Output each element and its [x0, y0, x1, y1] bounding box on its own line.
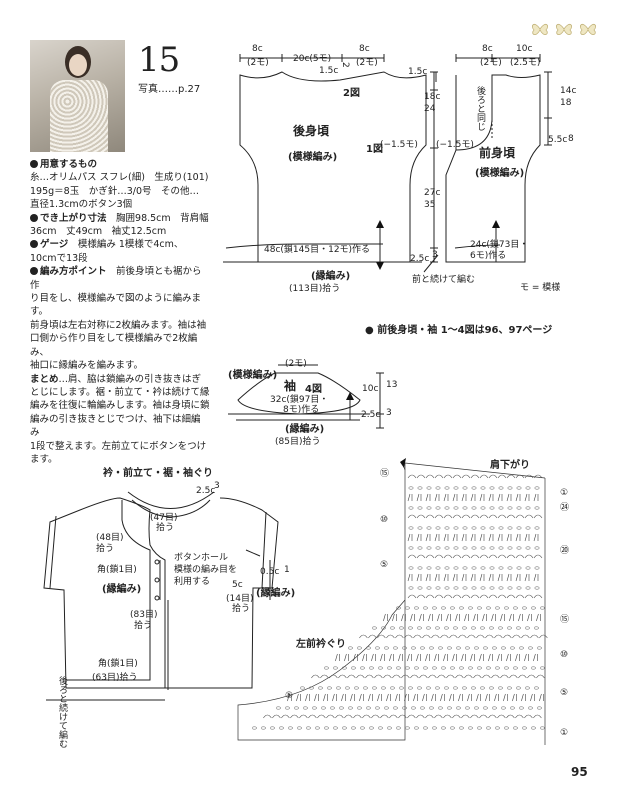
- fig1-label: 1図: [366, 144, 383, 155]
- legend-pattern: モ = 模様: [520, 283, 561, 293]
- back-pickup: (113目)拾う: [289, 284, 341, 294]
- trim-hem-pickup: (63目)拾う: [92, 673, 138, 683]
- fig2-label: 2図: [343, 88, 360, 99]
- row-mark-24: ㉔: [560, 503, 570, 513]
- trim-corner-bottom: 角(鎖1目): [98, 659, 138, 669]
- dim-back-armhole-rows: 24: [424, 104, 436, 114]
- sleeve-hem-chain-2: 8モ)作る: [283, 405, 320, 415]
- left-mark-5: ⑤: [380, 560, 389, 570]
- dim-back-top-mid: 20c(5モ): [293, 54, 332, 64]
- dim-back-edge-rows: 3: [432, 250, 438, 260]
- dim-front-neck-rows: 18: [560, 98, 572, 108]
- dim-trim-width: 2.5c: [196, 486, 216, 496]
- back-hem-chain: 48c(鎖145目・12モ)作る: [264, 245, 371, 255]
- dim-front-top-right-sub: (2.5モ): [510, 58, 541, 68]
- sleeve-pickup: (85目)拾う: [275, 437, 321, 447]
- dim-trim-rows: 3: [214, 481, 220, 491]
- page-number: 95: [571, 765, 588, 779]
- dim-back-top-right: 8c: [359, 44, 370, 54]
- buttonhole-note-3: 利用する: [174, 577, 211, 587]
- left-mark-10: ⑩: [380, 515, 389, 525]
- dim-back-edge: 2.5c: [410, 254, 430, 264]
- butterfly-decoration-icon: [532, 23, 596, 35]
- materials-block: 用意するもの 糸…オリムパス スフレ(細) 生成り(101) 195g＝8玉 か…: [30, 159, 210, 465]
- trim-corner-top: 角(鎖1目): [97, 565, 137, 575]
- row-mark-1: ①: [560, 488, 569, 498]
- dim-armhole-edge: 0.5c: [260, 567, 280, 577]
- pattern-number: 15: [138, 40, 180, 80]
- shoulder-slope-label: 肩下がり: [490, 460, 530, 471]
- front-body-stitch: (模様編み): [475, 168, 525, 179]
- dim-front-top-left: 8c: [482, 44, 493, 54]
- sleeve-title: 袖: [284, 379, 297, 393]
- sleeve-edge: (縁編み): [285, 424, 325, 435]
- dim-front-top-right: 10c: [516, 44, 533, 54]
- back-edge: (縁編み): [311, 271, 351, 282]
- sleeve-stitch: (模様編み): [228, 370, 278, 381]
- trim-title: 衿・前立て・裾・袖ぐり: [103, 468, 213, 479]
- row-mark-1-bottom: ①: [560, 728, 569, 738]
- trim-edge: (縁編み): [102, 584, 142, 595]
- dim-sleeve-length: 10c: [362, 384, 379, 394]
- dim-back-armhole: 18c: [424, 92, 441, 102]
- continue-note: 前と続けて編む: [412, 275, 476, 285]
- trim-neck-pickup: (47目): [150, 513, 178, 523]
- dim-sleeve-edge: 2.5c: [361, 410, 381, 420]
- dim-neck-rows: 2: [340, 62, 350, 68]
- buttonhole-note-1: ボタンホール: [174, 553, 229, 563]
- trim-edge-armhole: (縁編み): [256, 588, 296, 599]
- row-mark-20: ⑳: [560, 546, 570, 556]
- dim-front-top-left-sub: (2モ): [480, 58, 502, 68]
- photo-reference: 写真……p.27: [138, 84, 201, 95]
- dim-back-top-left: 8c: [252, 44, 263, 54]
- row-mark-10: ⑩: [560, 650, 569, 660]
- buttonhole-note-2: 模様の編み目を: [174, 565, 238, 575]
- dim-back-shoulder: 1.5c: [408, 67, 428, 77]
- row-mark-15: ⑮: [560, 615, 570, 625]
- trim-side-pickup: (14目): [226, 594, 254, 604]
- dim-neck: 1.5c: [319, 66, 339, 76]
- front-side-dec: (−1.5モ): [436, 140, 474, 150]
- trim-front-pickup-2: 拾う: [134, 621, 153, 631]
- back-body-title: 後身頃: [293, 124, 330, 138]
- dim-back-top-left-sub: (2モ): [247, 58, 269, 68]
- back-body-stitch: (模様編み): [288, 152, 338, 163]
- front-body-title: 前身頃: [479, 146, 516, 160]
- dim-back-body: 27c: [424, 188, 441, 198]
- trim-side-pickup-2: 拾う: [232, 604, 251, 614]
- dim-sleeve-edge-rows: 3: [386, 408, 392, 418]
- back-same-note: 後ろと同じ: [475, 86, 485, 131]
- front-hem-chain-2: 6モ)作る: [470, 251, 507, 261]
- left-mark-15: ⑮: [380, 469, 390, 479]
- trim-front-pickup: (83目): [130, 610, 158, 620]
- trim-armhole-pickup-2: 拾う: [96, 544, 115, 554]
- sleeve-hem-chain: 32c(鎖97目・: [270, 395, 329, 405]
- model-photo: [30, 40, 125, 152]
- back-side-dec: (−1.5モ): [380, 140, 418, 150]
- sleeve-top: (2モ): [285, 359, 307, 369]
- trim-armhole-pickup: (48目): [96, 533, 124, 543]
- dim-sleeve-rows: 13: [386, 380, 398, 390]
- dim-front-shoulder: 5.5c: [548, 135, 568, 145]
- neck-mark-5: ⑤: [285, 691, 294, 701]
- dim-front-neck: 14c: [560, 86, 577, 96]
- dim-front-shoulder-rows: 8: [568, 134, 574, 144]
- dim-armhole-edge-rows: 1: [284, 565, 290, 575]
- dim-back-top-right-sub: (2モ): [356, 58, 378, 68]
- front-hem-chain: 24c(鎖73目・: [470, 240, 529, 250]
- trim-continue-note: 後ろと続けて編む: [57, 676, 67, 748]
- page-reference-note: ● 前後身頃・袖 1〜4図は96、97ページ: [365, 325, 553, 336]
- fig4-label: 4図: [305, 384, 322, 395]
- left-front-neck-label: 左前衿ぐり: [296, 639, 346, 650]
- trim-neck-pickup-2: 拾う: [156, 523, 175, 533]
- row-mark-5: ⑤: [560, 688, 569, 698]
- dim-back-body-rows: 35: [424, 200, 436, 210]
- dim-armhole-width: 5c: [232, 580, 243, 590]
